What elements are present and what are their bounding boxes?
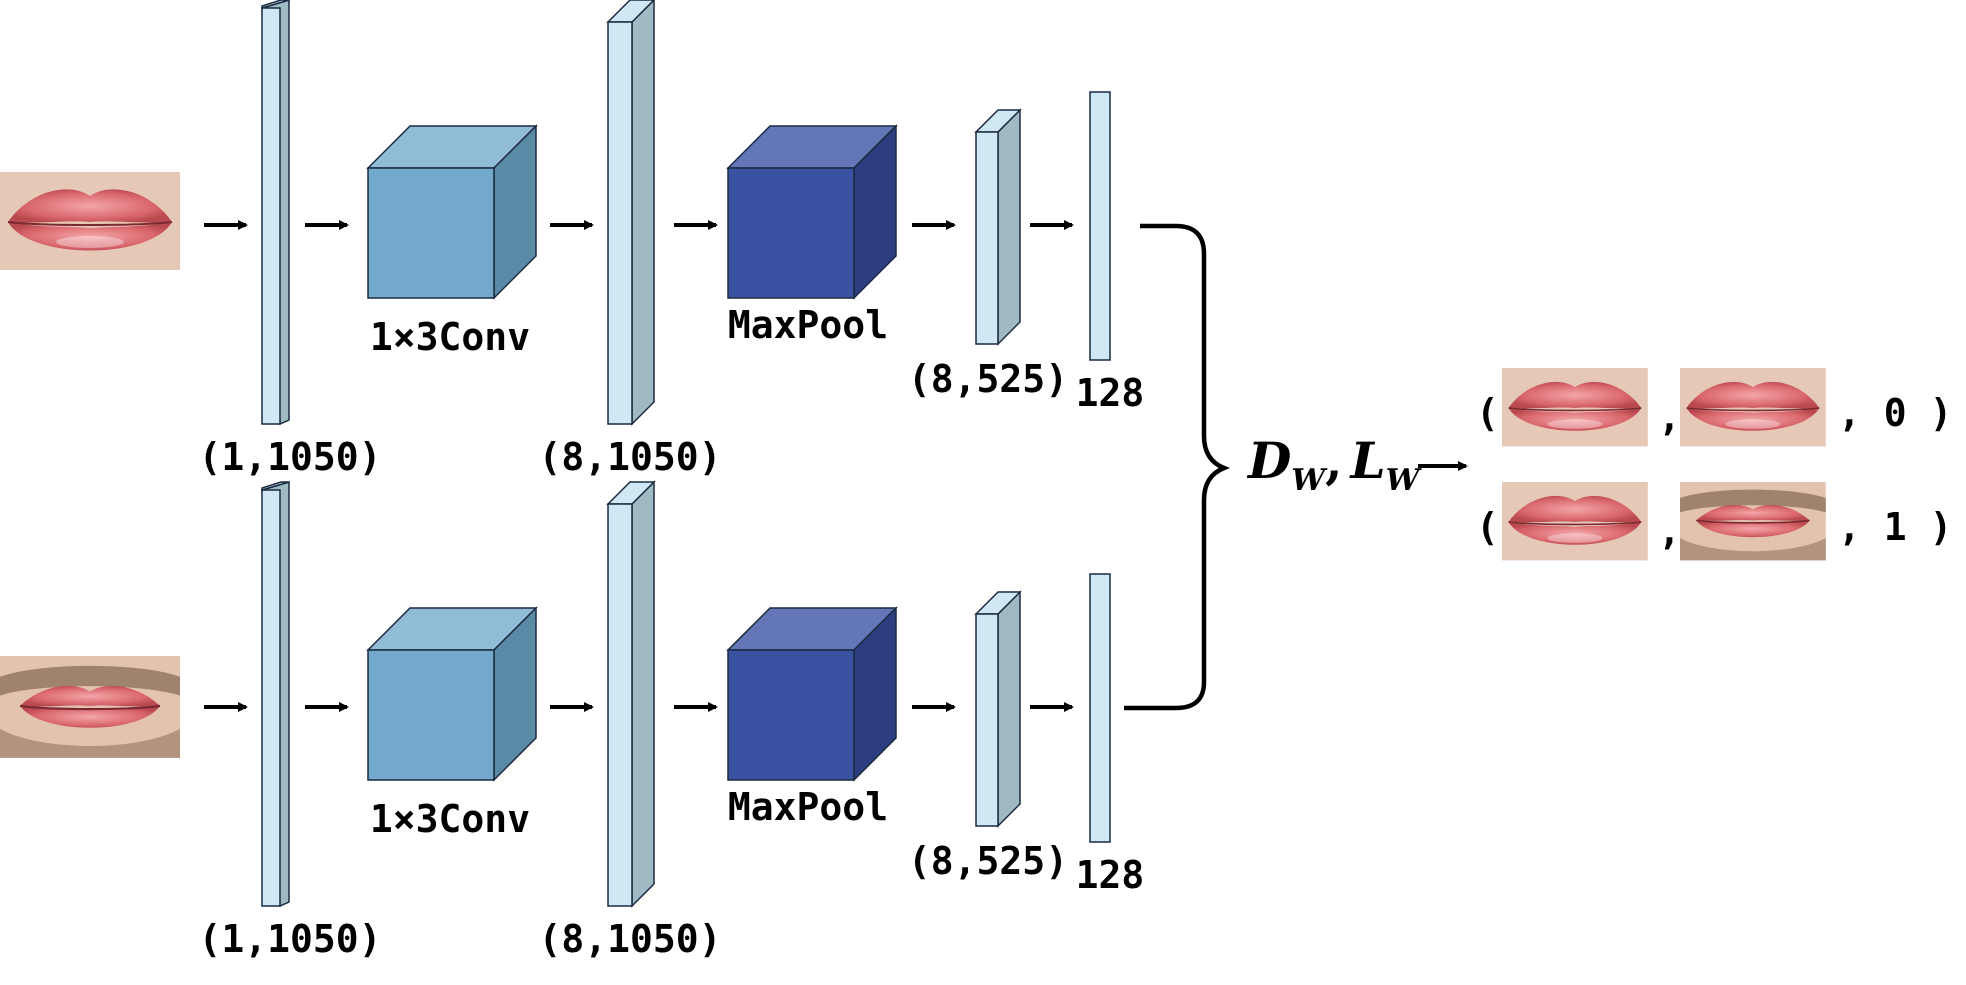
input-layer [261, 0, 290, 426]
conv-block [366, 124, 538, 300]
maxpool-block [726, 124, 898, 300]
fc-size-label: 128 [1076, 371, 1145, 415]
pair-label: , 0 ) [1838, 391, 1952, 435]
top-branch: (1,1050) 1×3Conv (8,1050) MaxPool [0, 0, 1144, 479]
bottom-branch: (1,1050) 1×3Conv (8,1050) MaxPool [0, 480, 1145, 961]
conv-block [366, 606, 538, 782]
fc-layer [1089, 573, 1111, 843]
lips-beard-image-icon [1679, 481, 1827, 562]
pool-shape-label: (8,525) [908, 839, 1068, 883]
fc-size-label: 128 [1076, 853, 1145, 897]
lips-image-icon [1679, 367, 1827, 448]
pair-similar: ( , , 0 ) [1476, 367, 1952, 448]
input-layer [261, 480, 290, 908]
input-shape-label: (1,1050) [198, 917, 381, 961]
lips-image-icon [1501, 481, 1649, 562]
conv-label: 1×3Conv [370, 315, 530, 359]
conv-shape-label: (8,1050) [538, 917, 721, 961]
loss-label: DW,LW [1246, 431, 1423, 498]
fc-layer [1089, 91, 1111, 361]
pair-dissimilar: ( , , 1 ) [1476, 481, 1952, 562]
conv-output-layer [606, 480, 656, 908]
lips-beard-image-icon [0, 654, 182, 759]
pair-label: , 1 ) [1838, 505, 1952, 549]
pool-output-layer [974, 590, 1022, 828]
pool-shape-label: (8,525) [908, 357, 1068, 401]
maxpool-block [726, 606, 898, 782]
lips-image-icon [1501, 367, 1649, 448]
conv-output-layer [606, 0, 656, 426]
conv-label: 1×3Conv [370, 797, 530, 841]
pool-output-layer [974, 108, 1022, 346]
maxpool-label: MaxPool [728, 303, 888, 347]
lips-image-icon [0, 171, 181, 271]
input-shape-label: (1,1050) [198, 435, 381, 479]
distance-symbol: DW,LW [1246, 431, 1423, 498]
pair-separator: , [1658, 509, 1681, 553]
pair-separator: , [1658, 395, 1681, 439]
pair-open-paren: ( [1476, 505, 1499, 549]
pair-open-paren: ( [1476, 391, 1499, 435]
conv-shape-label: (8,1050) [538, 435, 721, 479]
merge-brace [1124, 223, 1231, 711]
maxpool-label: MaxPool [728, 785, 888, 829]
